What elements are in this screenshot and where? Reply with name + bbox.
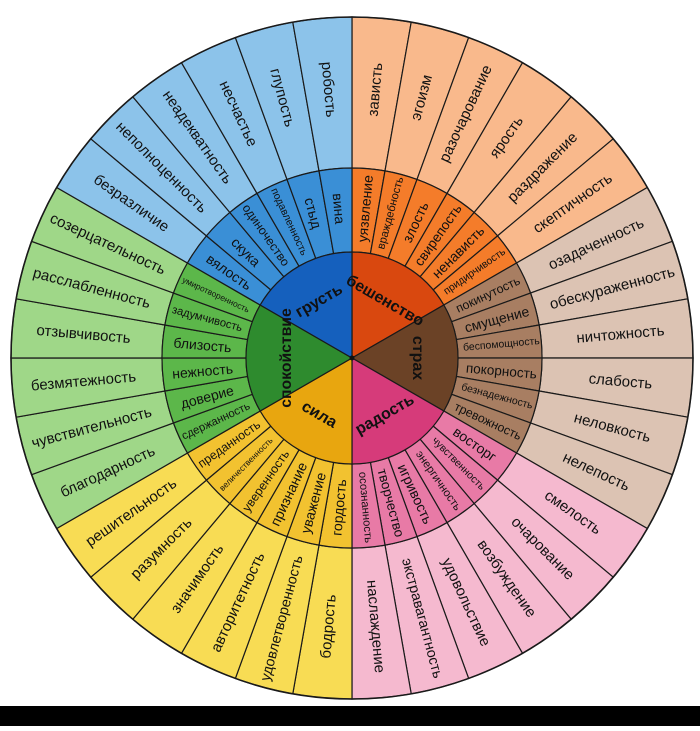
core-segment-0 — [351, 251, 445, 360]
mid-label-4-3: близость — [173, 334, 232, 355]
core-segment-4 — [245, 304, 354, 412]
bottom-bar — [0, 706, 700, 726]
core-label-1: страх — [409, 336, 426, 380]
outer-ring-border — [10, 16, 694, 700]
core-segment-2 — [351, 356, 445, 465]
outer-label-3-0: бодрость — [317, 594, 340, 660]
outer-label-5-5: робость — [318, 61, 340, 118]
mid-label-4-2: нежность — [172, 360, 234, 381]
outer-label-0-0: зависть — [365, 62, 387, 117]
core-label-4: спокойствие — [278, 308, 295, 408]
mid-label-1-3: покорность — [465, 360, 537, 381]
mid-label-3-0: гордость — [328, 478, 349, 536]
core-segment-1 — [350, 304, 459, 412]
core-segment-3 — [259, 356, 353, 465]
center-dot — [349, 355, 355, 361]
mid-label-5-5: вина — [330, 193, 349, 225]
outer-label-1-3: слабость — [588, 370, 653, 393]
core-segment-5 — [259, 251, 353, 360]
mid-label-5-4: стыд — [301, 196, 325, 231]
mid-label-0-0: уязвление — [354, 174, 376, 243]
